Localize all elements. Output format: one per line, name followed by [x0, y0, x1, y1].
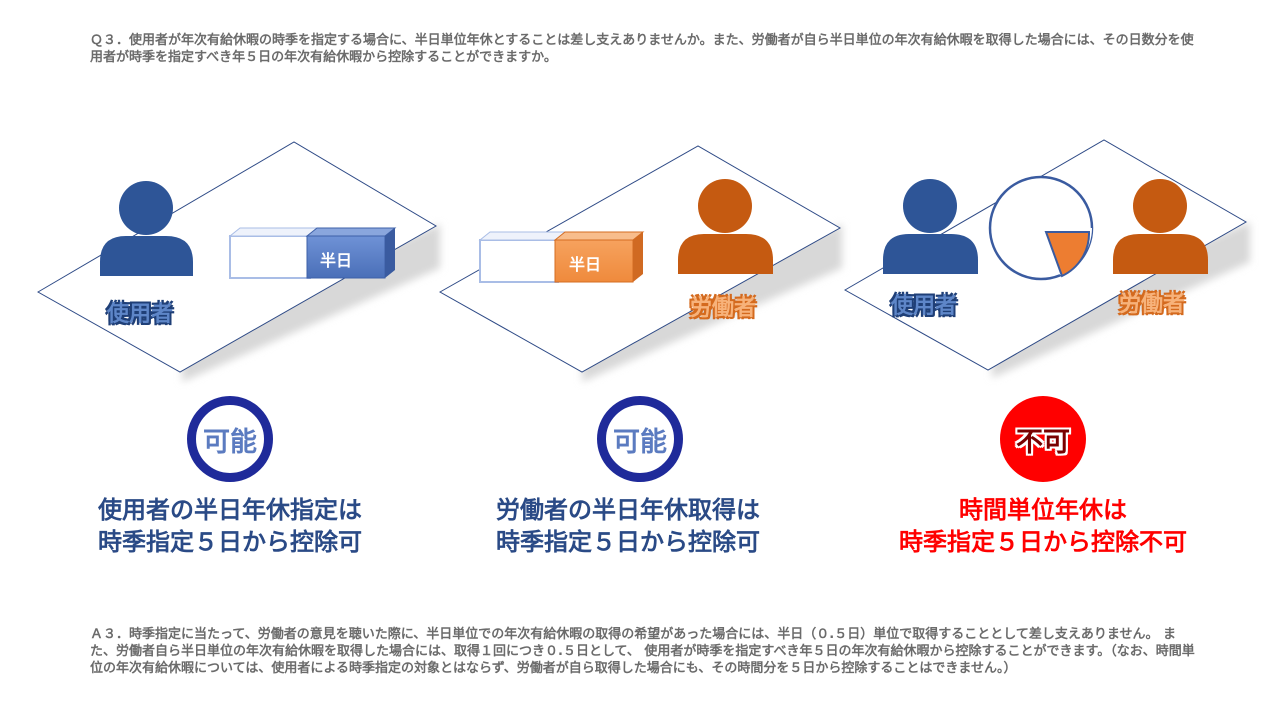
- half-day-block-1: [228, 227, 397, 279]
- hourly-pie-icon: [988, 175, 1094, 281]
- caption-2-line1: 労働者の半日年休取得は: [496, 496, 760, 524]
- worker-label-2: 労働者: [690, 296, 757, 321]
- question-text: Ｑ３．使用者が年次有給休暇の時季を指定する場合に、半日単位年休とすることは差し支…: [90, 33, 1194, 65]
- caption-3-line2: 時季指定５日から控除不可: [899, 528, 1187, 556]
- badge-text-2: 可能: [613, 426, 667, 458]
- not-possible-badge: 不可: [1000, 396, 1086, 482]
- employer-label-3: 使用者: [891, 294, 958, 319]
- employer-label-1: 使用者: [107, 302, 174, 327]
- caption-1-line2: 時季指定５日から控除可: [98, 528, 362, 556]
- employer-person-icon-3: [883, 179, 978, 274]
- worker-person-icon: [678, 179, 773, 274]
- answer-text: Ａ３．時季指定に当たって、労働者の意見を聴いた際に、半日単位での年次有給休暇の取…: [90, 627, 1195, 676]
- caption-2-line2: 時季指定５日から控除可: [496, 528, 760, 556]
- caption-1-line1: 使用者の半日年休指定は: [98, 496, 362, 524]
- caption-1: 使用者の半日年休指定は 時季指定５日から控除可: [40, 494, 420, 558]
- possible-badge-1: 可能: [187, 396, 273, 482]
- caption-2: 労働者の半日年休取得は 時季指定５日から控除可: [438, 494, 818, 558]
- caption-3: 時間単位年休は 時季指定５日から控除不可: [853, 494, 1233, 558]
- badge-text-3: 不可: [1016, 426, 1070, 458]
- worker-label-3: 労働者: [1119, 292, 1186, 317]
- possible-badge-2: 可能: [597, 396, 683, 482]
- badge-text-1: 可能: [203, 426, 257, 458]
- caption-3-line1: 時間単位年休は: [959, 496, 1127, 524]
- block-label-1: 半日: [320, 251, 353, 270]
- employer-person-icon: [100, 181, 193, 276]
- half-day-block-2: [478, 231, 645, 283]
- block-label-2: 半日: [569, 255, 602, 274]
- worker-person-icon-3: [1113, 179, 1208, 274]
